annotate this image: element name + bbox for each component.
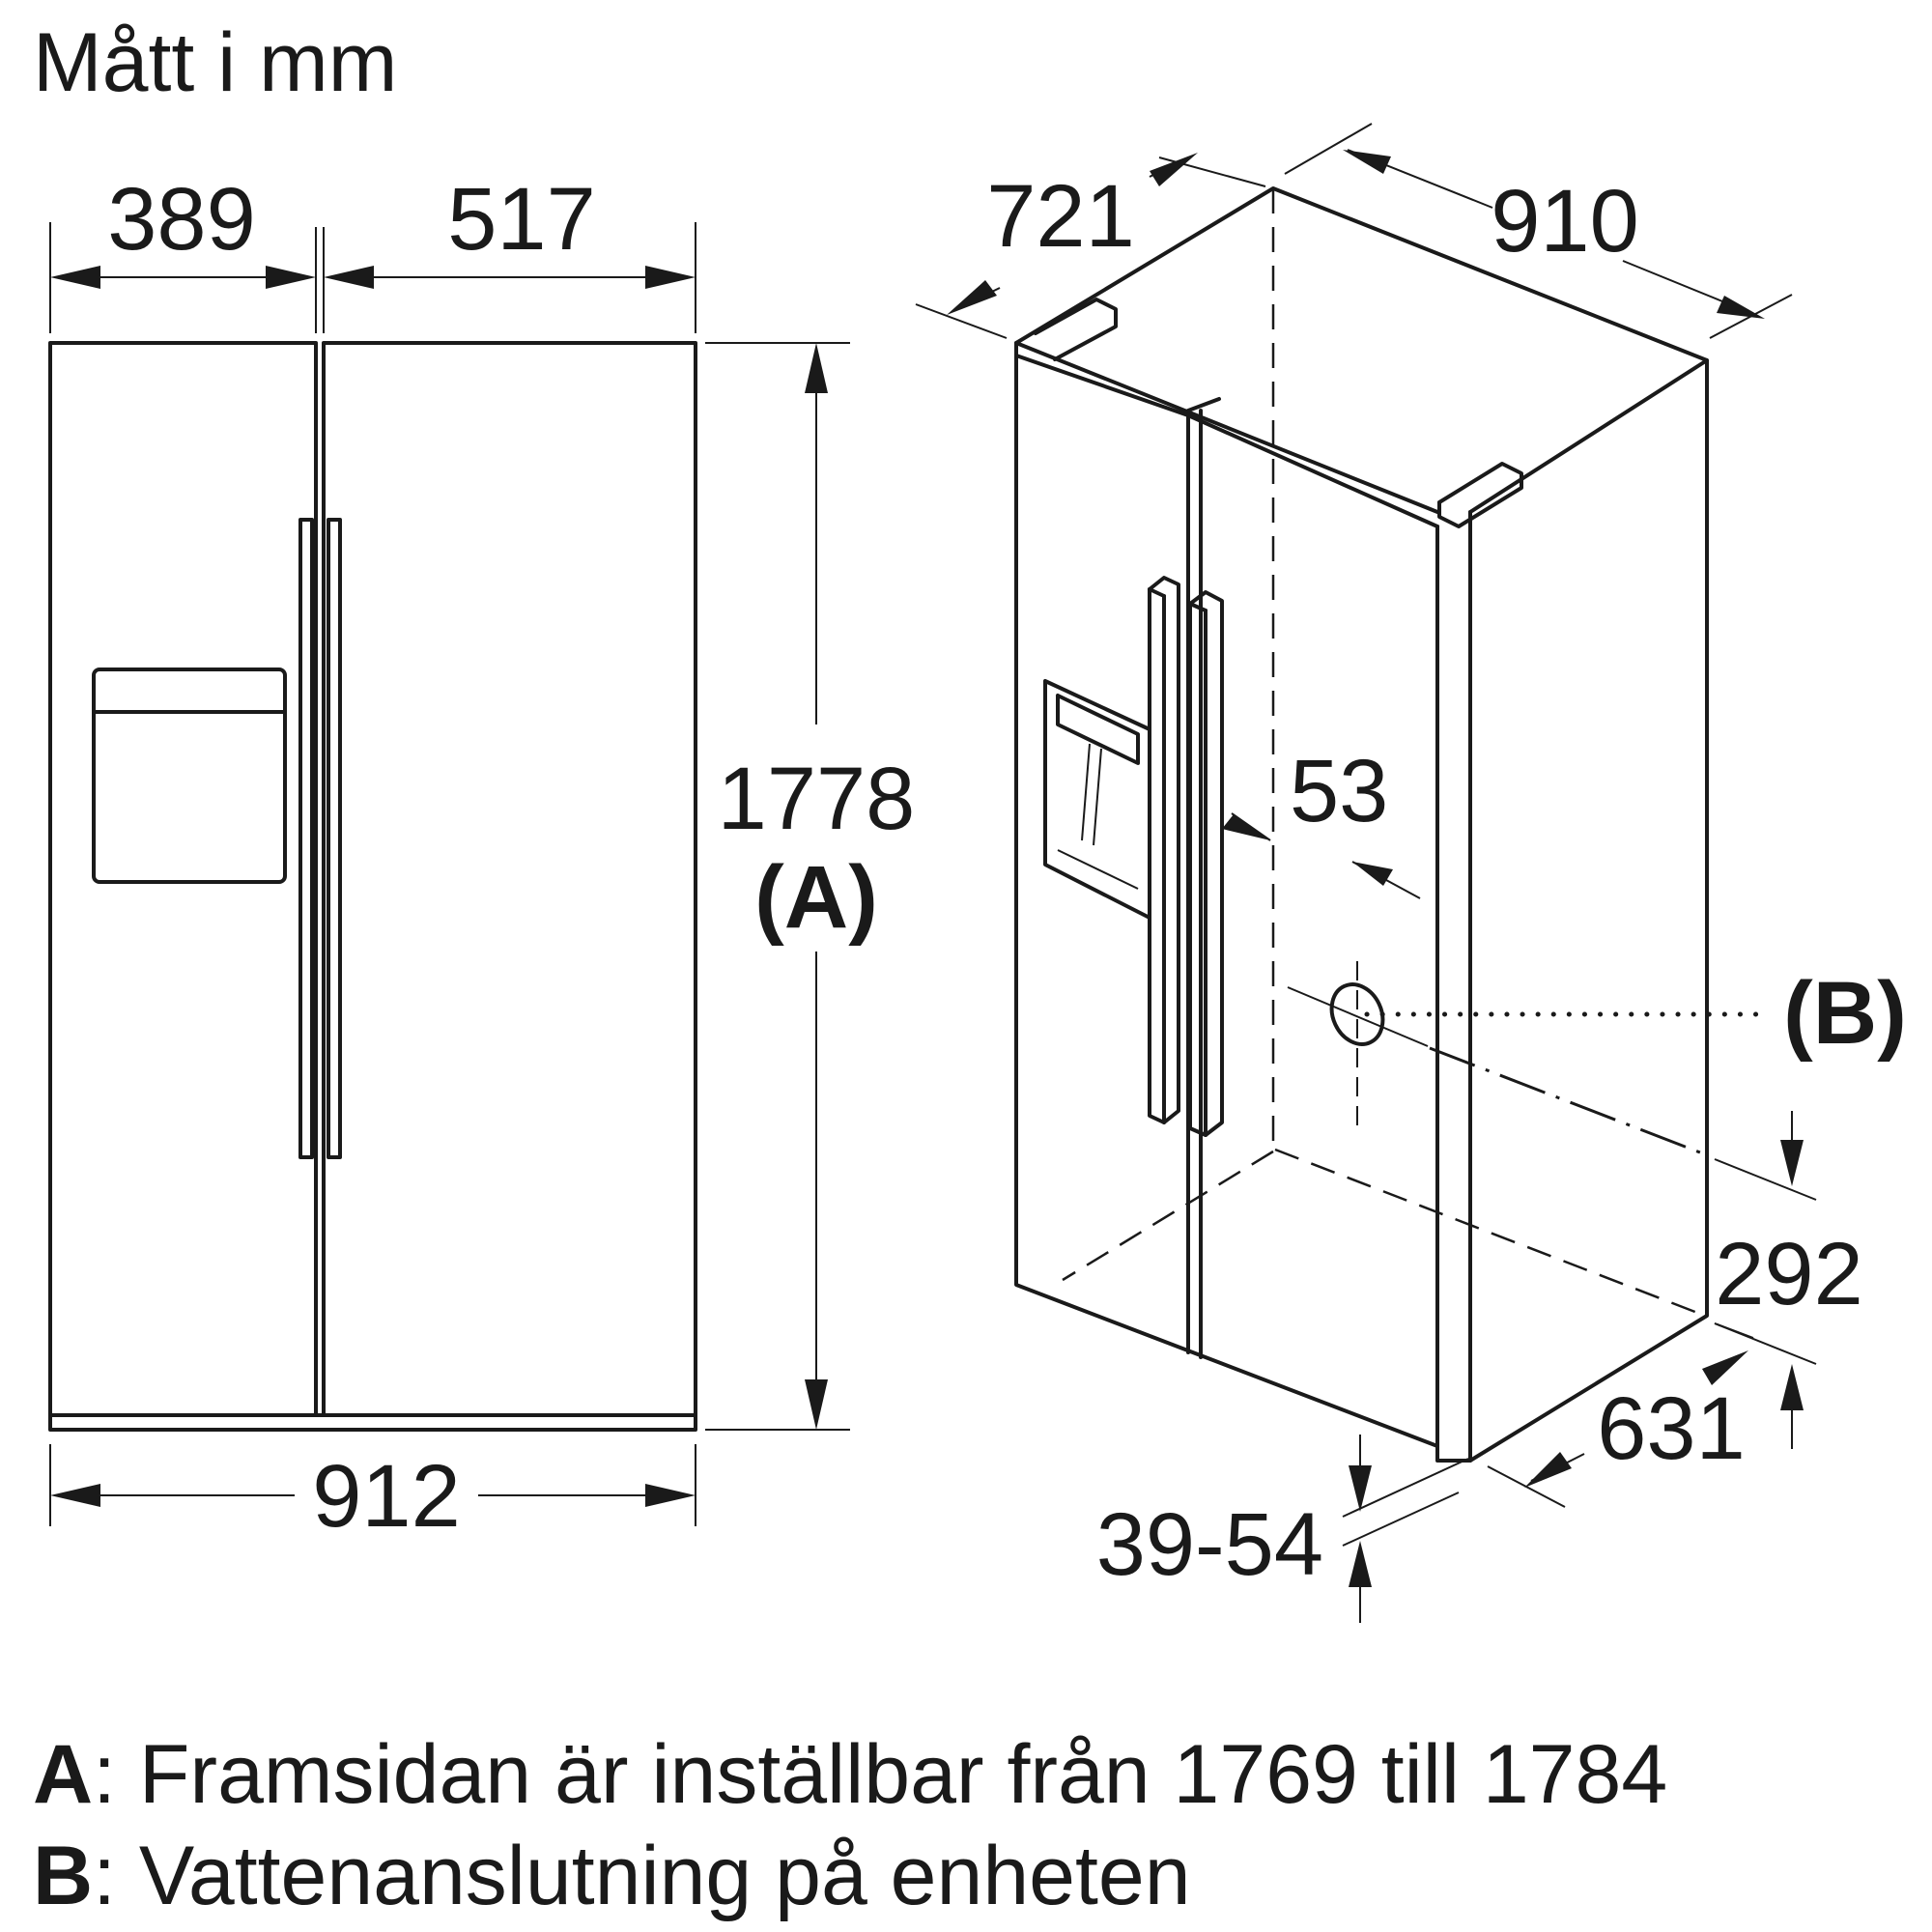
dim-width-top: 910 bbox=[1491, 172, 1639, 270]
fridge-handle bbox=[327, 518, 342, 1159]
dim-width-freezer: 389 bbox=[107, 170, 256, 269]
isometric-view: 721 910 53 (B) 292 bbox=[915, 123, 1907, 1623]
fridge-door bbox=[322, 341, 697, 1417]
legend-key-b: B bbox=[33, 1830, 94, 1922]
freezer-handle bbox=[298, 518, 314, 1159]
legend-item-a: A: Framsidan är inställbar från 1769 til… bbox=[33, 1729, 1667, 1821]
iso-freezer-handle bbox=[1148, 576, 1180, 1124]
dim-handle-depth: 53 bbox=[1290, 742, 1388, 840]
iso-water-dispenser bbox=[1043, 679, 1151, 920]
legend-text-a: : Framsidan är inställbar från 1769 till… bbox=[93, 1728, 1668, 1821]
freezer-door bbox=[48, 341, 318, 1417]
page-title: Mått i mm bbox=[33, 16, 398, 109]
dim-door-gap: 39-54 bbox=[1096, 1495, 1323, 1594]
water-connection-ref-b: (B) bbox=[1783, 964, 1907, 1063]
dim-water-height: 292 bbox=[1715, 1225, 1863, 1323]
front-view: 389 517 1778 (A) 912 bbox=[48, 170, 916, 1546]
dim-depth-body: 631 bbox=[1597, 1379, 1746, 1478]
dim-width-fridge: 517 bbox=[447, 170, 596, 269]
dim-height-front: 1778 bbox=[718, 750, 916, 848]
plinth bbox=[48, 1413, 697, 1432]
dim-width-total: 912 bbox=[312, 1447, 461, 1546]
water-dispenser bbox=[92, 668, 287, 884]
dim-depth-top: 721 bbox=[986, 167, 1135, 266]
legend-key-a: A bbox=[33, 1728, 94, 1821]
water-connection-point bbox=[1329, 982, 1385, 1046]
legend-item-b: B: Vattenanslutning på enheten bbox=[33, 1831, 1191, 1922]
dim-height-ref-a: (A) bbox=[754, 848, 878, 947]
legend-text-b: : Vattenanslutning på enheten bbox=[93, 1830, 1191, 1922]
iso-fridge-handle bbox=[1188, 590, 1224, 1137]
